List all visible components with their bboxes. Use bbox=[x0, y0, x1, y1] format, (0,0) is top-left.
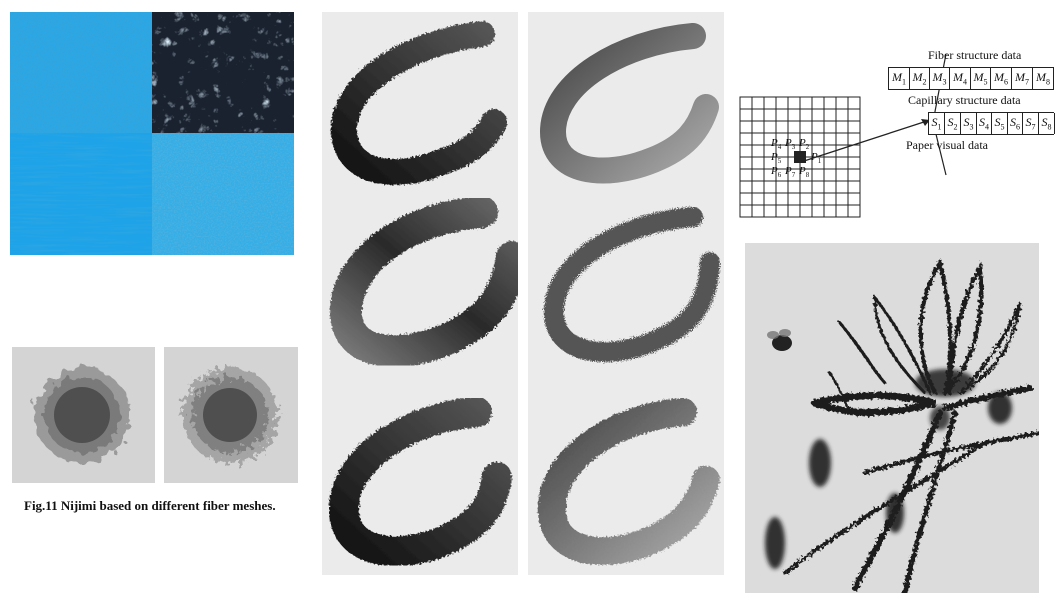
capillary-cell-8: S8 bbox=[1039, 113, 1055, 134]
lotus-petal-1 bbox=[918, 257, 953, 395]
lotus-leaf-left bbox=[811, 392, 936, 416]
stroke-6 bbox=[538, 398, 720, 566]
brush-stroke-panel-right bbox=[528, 12, 724, 575]
capillary-cell-7: S7 bbox=[1023, 113, 1039, 134]
capillary-structure-label: Capillary structure data bbox=[908, 93, 1021, 107]
fiber-cell-7: M7 bbox=[1012, 68, 1033, 89]
figure-caption: Fig.11 Nijimi based on different fiber m… bbox=[24, 498, 276, 513]
capillary-cell-5: S5 bbox=[992, 113, 1008, 134]
ink-painting-lotus bbox=[745, 243, 1039, 593]
pixel-label-p8: P8 bbox=[799, 165, 810, 180]
fiber-cell-2: M2 bbox=[910, 68, 930, 89]
lotus-bud-2 bbox=[765, 517, 785, 569]
stroke-5 bbox=[543, 207, 720, 362]
lotus-bud-4 bbox=[988, 392, 1012, 424]
capillary-cell-3: S3 bbox=[961, 113, 977, 134]
lotus-center bbox=[915, 369, 975, 397]
stroke-3 bbox=[329, 397, 512, 567]
nijimi-blot-left bbox=[12, 347, 155, 483]
fiber-cell-5: M5 bbox=[971, 68, 991, 89]
paper-visual-label: Paper visual data bbox=[906, 138, 988, 152]
lotus-petal-3 bbox=[873, 293, 932, 395]
stroke-4 bbox=[539, 23, 719, 184]
pixel-label-p7: P7 bbox=[785, 165, 796, 180]
bee-icon bbox=[767, 329, 792, 351]
lotus-leaf-right bbox=[942, 385, 1033, 411]
lotus-bud-3 bbox=[886, 493, 904, 533]
paper-data-diagram: P4 P3 P2 P5 P1 P6 P7 P8 Fiber structure … bbox=[738, 40, 1060, 225]
pixel-label-p5: P5 bbox=[771, 151, 782, 166]
stem-3 bbox=[863, 431, 1039, 475]
lotus-bud-1 bbox=[809, 439, 831, 487]
stem-2 bbox=[902, 410, 958, 593]
stem-4 bbox=[783, 441, 987, 575]
capillary-cell-4: S4 bbox=[977, 113, 992, 134]
capillary-cell-6: S6 bbox=[1008, 113, 1023, 134]
pixel-grid bbox=[739, 96, 861, 218]
fiber-cell-4: M4 bbox=[950, 68, 971, 89]
fiber-texture-image bbox=[10, 12, 294, 255]
pixel-label-p3: P3 bbox=[785, 137, 796, 152]
lotus-petal-2 bbox=[943, 261, 984, 395]
lotus-pod bbox=[930, 406, 950, 430]
capillary-structure-cells: S1 S2 S3 S4 S5 S6 S7 S8 bbox=[928, 112, 1055, 135]
pixel-label-p2: P2 bbox=[799, 137, 810, 152]
pixel-label-p6: P6 bbox=[771, 165, 782, 180]
fiber-cell-3: M3 bbox=[930, 68, 950, 89]
fiber-structure-cells: M1 M2 M3 M4 M5 M6 M7 M8 bbox=[888, 67, 1054, 90]
fiber-cell-6: M6 bbox=[991, 68, 1012, 89]
brush-stroke-panel-left bbox=[322, 12, 518, 575]
grass-1 bbox=[838, 321, 887, 385]
lotus-petal-4 bbox=[958, 302, 1022, 395]
capillary-cell-2: S2 bbox=[945, 113, 961, 134]
fiber-structure-label: Fiber structure data bbox=[928, 48, 1022, 62]
stroke-1 bbox=[331, 21, 507, 185]
nijimi-blot-right bbox=[164, 347, 298, 483]
fiber-texture-svg bbox=[10, 12, 294, 255]
grass-2 bbox=[828, 371, 852, 415]
fiber-cell-1: M1 bbox=[889, 68, 910, 89]
fiber-cell-8: M8 bbox=[1033, 68, 1054, 89]
stroke-2 bbox=[329, 196, 518, 368]
capillary-cell-1: S1 bbox=[929, 113, 945, 134]
pixel-label-p4: P4 bbox=[771, 137, 782, 152]
